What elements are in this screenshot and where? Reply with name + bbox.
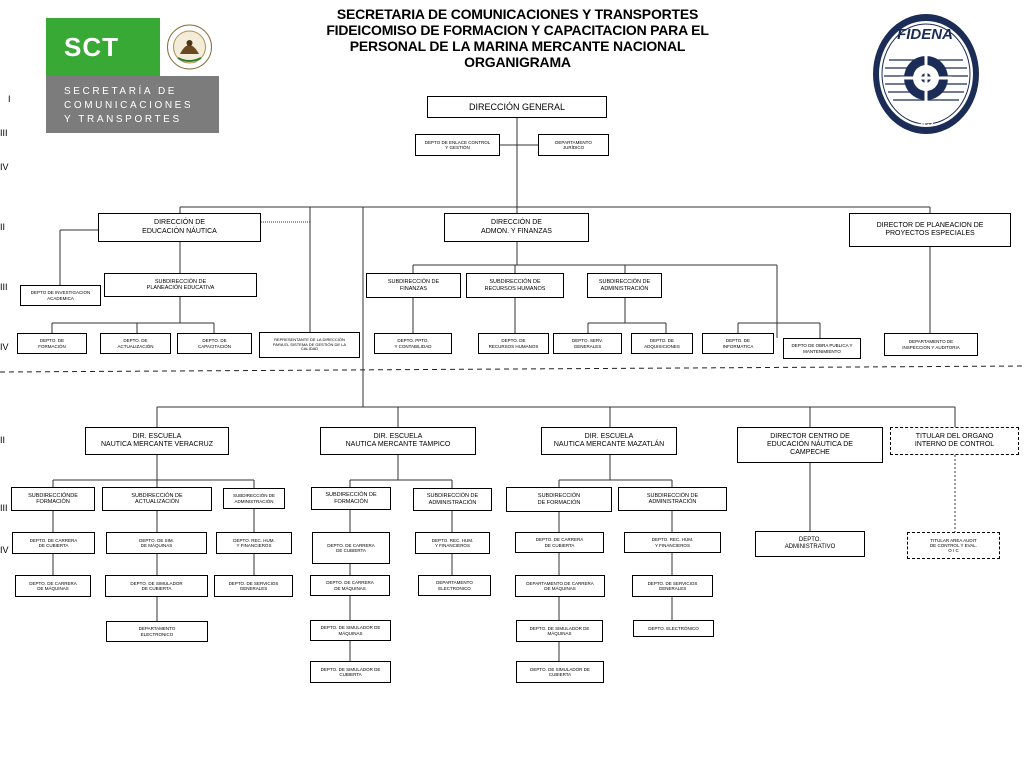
org-box-mazatlan-servicios: DEPTO. DE SERVICIOS GENERALES xyxy=(632,575,713,597)
org-box-tampico-carrera-cubierta: DEPTO. DE CARRERA DE CUBIERTA xyxy=(312,532,390,564)
org-box-depto-adquisiciones: DEPTO. DE ADQUISICIONES xyxy=(631,333,693,354)
sct-logo-line-2: COMUNICACIONES xyxy=(64,100,194,111)
fidena-emblem-icon xyxy=(873,14,979,134)
org-box-mazatlan-sim-cubierta: DEPTO. DE SIMULADOR DE CUBIERTA xyxy=(516,661,604,683)
title-line-2: FIDEICOMISO DE FORMACION Y CAPACITACION … xyxy=(326,22,709,38)
title-line-1: SECRETARIA DE COMUNICACIONES Y TRANSPORT… xyxy=(336,6,699,22)
org-box-veracruz-servicios: DEPTO. DE SERVICIOS GENERALES xyxy=(214,575,293,597)
org-box-dir-tampico: DIR. ESCUELA NAUTICA MERCANTE TAMPICO xyxy=(320,427,476,455)
org-box-dir-mazatlan: DIR. ESCUELA NAUTICA MERCANTE MAZATLÁN xyxy=(541,427,677,455)
org-box-enlace-control: DEPTO DE ENLACE CONTROL Y GESTIÓN xyxy=(415,134,500,156)
fidena-logo-sub: SCT xyxy=(917,118,935,128)
org-box-direccion-general: DIRECCIÓN GENERAL xyxy=(427,96,607,118)
org-box-depto-actualizacion: DEPTO. DE ACTUALIZACIÓN xyxy=(100,333,171,354)
org-box-dir-planeacion: DIRECTOR DE PLANEACION DE PROYECTOS ESPE… xyxy=(849,213,1011,247)
org-box-depto-capacitacion: DEPTO. DE CAPACITACIÓN xyxy=(177,333,252,354)
org-box-tampico-rec-hum: DEPTO. REC. HUM. Y FINANCIEROS xyxy=(415,532,490,554)
org-box-titular-area-audit: TITULAR AREA AUDIT DE CONTROL Y EVAL. O … xyxy=(907,532,1000,559)
org-box-subdir-admin: SUBDIRECCIÓN DE ADMINISTRACIÓN xyxy=(587,273,662,298)
level-marker-iii: III xyxy=(0,503,8,513)
org-box-mazatlan-subdir-admin: SUBDIRECCIÓN DE ADMINISTRACIÓN xyxy=(618,487,727,511)
sct-logo-green-panel: SCT xyxy=(46,18,160,76)
org-box-depto-investigacion: DEPTO DE INVESTIGACION ACADEMICA xyxy=(20,285,101,306)
org-box-depto-inspeccion: DEPARTAMENTO DE INSPECCION Y AUDITORIA xyxy=(884,333,978,356)
org-box-veracruz-sim-maquinas: DEPTO. DE SIM. DE MÁQUINAS xyxy=(106,532,207,554)
level-marker-ii: II xyxy=(0,222,6,232)
org-box-tampico-sim-maquinas: DEPTO. DE SIMULADOR DE MÁQUINAS xyxy=(310,620,391,641)
fidena-logo-name: FIDENA xyxy=(897,26,953,43)
org-box-dir-educacion: DIRECCIÓN DE EDUCACIÓN NÁUTICA xyxy=(98,213,261,242)
org-box-depto-informatica: DEPTO. DE INFORMATICA xyxy=(702,333,774,354)
org-box-subdir-finanzas: SUBDIRECCIÓN DE FINANZAS xyxy=(366,273,461,298)
org-box-veracruz-carrera-maquinas: DEPTO. DE CARRERA DE MÁQUINAS xyxy=(15,575,91,597)
org-box-depto-obra-publica: DEPTO DE OBRA PUBLICA Y MANTENIMIENTO xyxy=(783,338,861,359)
mexico-seal-icon xyxy=(160,18,219,76)
org-box-titular-oic: TITULAR DEL ORGANO INTERNO DE CONTROL xyxy=(890,427,1019,455)
org-box-veracruz-subdir-admin: SUBDIRECCIÓN DE ADMINISTRACIÓN xyxy=(223,488,285,509)
org-box-mazatlan-sim-maquinas: DEPTO. DE SIMULADOR DE MÁQUINAS xyxy=(516,620,603,642)
org-box-mazatlan-rec-hum: DEPTO. REC. HUM. Y FINANCIEROS xyxy=(624,532,721,553)
org-box-depto-juridico: DEPARTAMENTO JURÍDICO xyxy=(538,134,609,156)
fidena-logo: FIDENA SCT xyxy=(871,12,981,136)
org-box-veracruz-sim-cubierta: DEPTO. DE SIMULADOR DE CUBIERTA xyxy=(105,575,208,597)
org-box-dir-campeche: DIRECTOR CENTRO DE EDUCACIÓN NÁUTICA DE … xyxy=(737,427,883,463)
level-marker-iv: IV xyxy=(0,545,9,555)
sct-logo-line-1: SECRETARÍA DE xyxy=(64,86,178,97)
org-box-mazatlan-carrera-cubierta: DEPTO. DE CARRERA DE CUBIERTA xyxy=(515,532,604,553)
org-box-veracruz-subdir-formacion: SUBDIRECCIÓNDE FORMACIÓN xyxy=(11,487,95,511)
org-box-depto-rh: DEPTO. DE RECURSOS HUMANOS xyxy=(478,333,549,354)
org-box-mazatlan-carrera-maquinas: DEPARTAMENTO DE CARRERA DE MÁQUINAS xyxy=(515,575,605,597)
title-line-3: PERSONAL DE LA MARINA MERCANTE NACIONAL xyxy=(349,38,686,54)
org-box-depto-formacion: DEPTO. DE FORMACIÓN xyxy=(17,333,87,354)
level-marker-iv: IV xyxy=(0,342,9,352)
page-title: SECRETARIA DE COMUNICACIONES Y TRANSPORT… xyxy=(290,6,745,70)
level-marker-ii: II xyxy=(0,435,6,445)
org-box-depto-serv-generales: DEPTO. SERV. GENERALES xyxy=(553,333,622,354)
org-box-tampico-subdir-formacion: SUBDIRECCIÓN DE FORMACIÓN xyxy=(311,487,391,510)
level-marker-iii: III xyxy=(0,128,8,138)
org-box-veracruz-electronico: DEPARTAMENTO ELECTRONICO xyxy=(106,621,208,642)
sct-logo-line-3: Y TRANSPORTES xyxy=(64,114,182,125)
org-box-veracruz-carrera-cubierta: DEPTO. DE CARRERA DE CUBIERTA xyxy=(12,532,95,554)
org-box-tampico-carrera-maquinas: DEPTO. DE CARRERA DE MÁQUINAS xyxy=(310,575,390,596)
org-box-tampico-sim-cubierta: DEPTO. DE SIMULADOR DE CUBIERTA xyxy=(310,661,391,683)
level-marker-i: I xyxy=(8,94,11,104)
org-box-subdir-rh: SUBDIRECCIÓN DE RECURSOS HUMANOS xyxy=(466,273,564,298)
org-box-mazatlan-subdir-formacion: SUBDIRECCIÓN DE FORMACIÓN xyxy=(506,487,612,512)
sct-logo: SCT SECRETARÍA DE COMUNICACIONES Y TRANS… xyxy=(46,18,219,133)
org-box-mazatlan-electronico: DEPTO. ELECTRÓNICO xyxy=(633,620,714,637)
org-box-tampico-electronico: DEPARTAMENTO ELECTRONICO xyxy=(418,575,491,596)
org-box-veracruz-rec-hum: DEPTO. REC. HUM. Y FINANCIEROS xyxy=(216,532,292,554)
org-box-veracruz-subdir-actualizacion: SUBDIRECCIÓN DE ACTUALIZACIÓN xyxy=(102,487,212,511)
org-box-representante-calidad: REPRESENTANTE DE LA DIRECCIÓN PARA EL SI… xyxy=(259,332,360,358)
org-box-campeche-administrativo: DEPTO. ADMINISTRATIVO xyxy=(755,531,865,557)
org-box-dir-admon: DIRECCIÓN DE ADMON. Y FINANZAS xyxy=(444,213,589,242)
org-box-subdir-planeacion: SUBDIRECCIÓN DE PLANEACIÓN EDUCATIVA xyxy=(104,273,257,297)
title-line-4: ORGANIGRAMA xyxy=(464,54,571,70)
sct-logo-abbr: SCT xyxy=(64,32,119,62)
level-marker-iii: III xyxy=(0,282,8,292)
org-box-tampico-subdir-admin: SUBDIRECCIÓN DE ADMINISTRACIÓN xyxy=(413,488,492,511)
org-box-depto-ppto: DEPTO. PPTO. Y CONTABILIDAD xyxy=(374,333,452,354)
org-box-dir-veracruz: DIR. ESCUELA NAUTICA MERCANTE VERACRUZ xyxy=(85,427,229,455)
level-marker-iv: IV xyxy=(0,162,9,172)
